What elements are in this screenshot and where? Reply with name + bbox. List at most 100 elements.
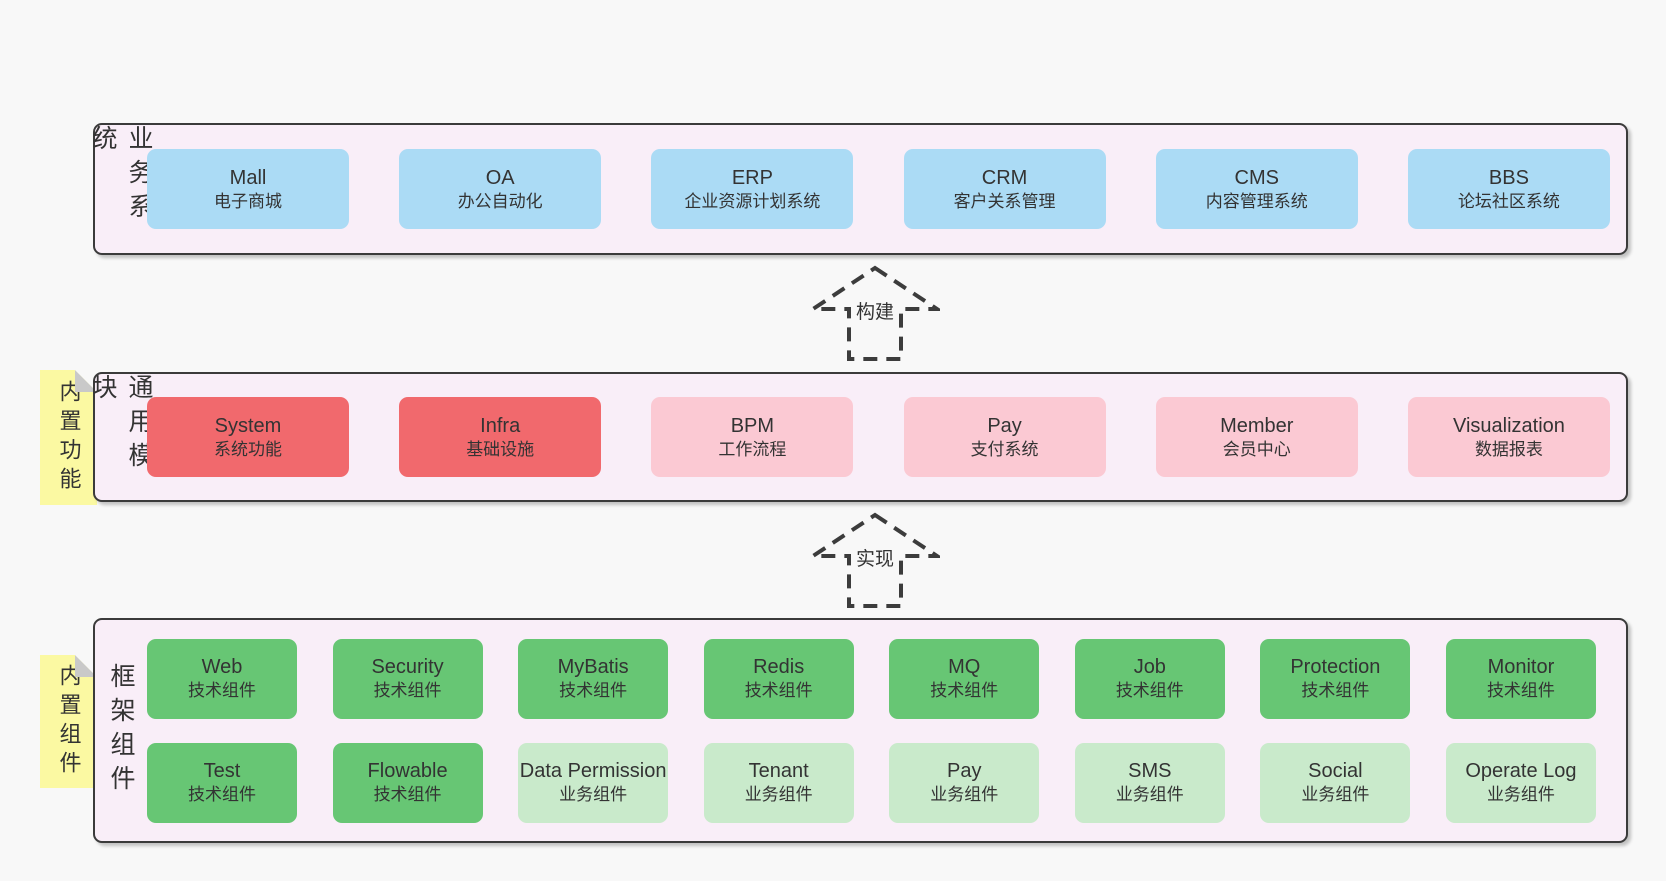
box-subtitle: 业务组件 [1486,785,1555,805]
box-title: MyBatis [557,656,629,679]
box-pay-component: Pay 业务组件 [889,742,1040,823]
box-subtitle: 业务组件 [744,785,813,805]
box-operate-log: Operate Log 业务组件 [1445,742,1596,823]
box-subtitle: 技术组件 [188,681,256,701]
box-subtitle: 技术组件 [1486,681,1555,701]
framework-components-row2: Test 技术组件 Flowable 技术组件 Data Permission … [147,742,1596,823]
box-title: Test [203,760,241,783]
box-subtitle: 技术组件 [1115,681,1184,701]
box-subtitle: 基础设施 [466,439,535,459]
box-title: Protection [1290,656,1381,679]
common-modules-vertical-label: 通用模块 [89,374,153,476]
box-title: Pay [947,760,982,783]
box-title: Mall [229,166,267,189]
box-subtitle: 业务组件 [1115,785,1184,805]
box-social: Social 业务组件 [1260,742,1411,823]
box-title: ERP [731,166,773,189]
box-subtitle: 工作流程 [718,439,787,459]
box-title: Monitor [1487,656,1555,679]
box-member: Member 会员中心 [1155,397,1358,477]
box-test: Test 技术组件 [147,742,297,823]
box-title: Job [1133,656,1166,679]
box-pay-module: Pay 支付系统 [903,397,1106,477]
common-modules-panel: 通用模块 System 系统功能 Infra 基础设施 BPM 工作流程 Pay… [89,372,1628,502]
sticky-note-builtin-features: 内置功能 [40,370,97,505]
box-redis: Redis 技术组件 [703,638,854,719]
box-title: CRM [981,166,1028,189]
box-title: BBS [1488,166,1529,189]
box-title: Infra [480,414,521,437]
box-mybatis: MyBatis 技术组件 [518,638,669,719]
box-subtitle: 数据报表 [1474,439,1543,459]
box-subtitle: 业务组件 [1301,785,1370,805]
up-arrow-icon [810,265,940,361]
box-job: Job 技术组件 [1074,638,1225,719]
box-protection: Protection 技术组件 [1260,638,1411,719]
up-arrow-icon [810,512,940,608]
box-subtitle: 客户关系管理 [953,191,1056,211]
box-title: Web [201,656,243,679]
box-sms: SMS 业务组件 [1074,742,1225,823]
box-bpm: BPM 工作流程 [651,397,854,477]
up-arrow-implement: 实现 [810,512,940,609]
box-title: MQ [948,656,981,679]
box-subtitle: 技术组件 [930,681,999,701]
box-subtitle: 支付系统 [970,439,1039,459]
box-title: Data Permission [519,760,667,783]
box-tenant: Tenant 业务组件 [703,742,854,823]
box-title: Visualization [1452,414,1565,437]
box-subtitle: 论坛社区系统 [1457,191,1560,211]
box-subtitle: 技术组件 [559,681,628,701]
box-title: Social [1308,760,1363,783]
box-subtitle: 会员中心 [1222,439,1291,459]
business-systems-boxes: Mall 电子商城 OA 办公自动化 ERP 企业资源计划系统 CRM 客户关系… [147,149,1626,229]
box-subtitle: 内容管理系统 [1205,191,1308,211]
box-title: SMS [1128,760,1172,783]
box-title: OA [485,166,515,189]
business-systems-vertical-label: 业务系统 [89,125,153,227]
box-title: Member [1220,414,1294,437]
arrow-implement-label: 实现 [851,543,899,572]
box-subtitle: 技术组件 [373,681,442,701]
box-infra: Infra 基础设施 [399,397,602,477]
box-subtitle: 办公自动化 [457,191,543,211]
business-systems-panel: 业务系统 Mall 电子商城 OA 办公自动化 ERP 企业资源计划系统 CRM… [89,123,1628,255]
box-visualization: Visualization 数据报表 [1407,397,1610,477]
box-system: System 系统功能 [147,397,349,477]
box-title: Operate Log [1465,760,1577,783]
common-modules-boxes: System 系统功能 Infra 基础设施 BPM 工作流程 Pay 支付系统… [147,397,1626,477]
box-title: Flowable [367,760,448,783]
box-mq: MQ 技术组件 [889,638,1040,719]
box-title: Security [371,656,444,679]
box-oa: OA 办公自动化 [399,149,602,229]
box-subtitle: 技术组件 [1301,681,1370,701]
framework-components-row1: Web 技术组件 Security 技术组件 MyBatis 技术组件 Redi… [147,638,1596,719]
box-mall: Mall 电子商城 [147,149,349,229]
box-bbs: BBS 论坛社区系统 [1407,149,1610,229]
sticky-note-text: 内置功能 [56,379,82,496]
box-flowable: Flowable 技术组件 [332,742,483,823]
box-data-permission: Data Permission 业务组件 [518,742,669,823]
box-subtitle: 技术组件 [188,785,256,805]
box-security: Security 技术组件 [332,638,483,719]
sticky-note-text: 内置组件 [56,663,82,780]
box-web: Web 技术组件 [147,638,297,719]
sticky-note-builtin-components: 内置组件 [40,655,97,788]
box-monitor: Monitor 技术组件 [1445,638,1596,719]
framework-components-rows: Web 技术组件 Security 技术组件 MyBatis 技术组件 Redi… [147,638,1626,823]
box-title: Tenant [748,760,809,783]
box-subtitle: 系统功能 [214,439,282,459]
box-cms: CMS 内容管理系统 [1155,149,1358,229]
up-arrow-build: 构建 [810,265,940,362]
box-subtitle: 技术组件 [744,681,813,701]
box-subtitle: 业务组件 [559,785,628,805]
box-subtitle: 企业资源计划系统 [684,191,821,211]
box-subtitle: 电子商城 [214,191,282,211]
arrow-build-label: 构建 [851,296,899,325]
framework-components-vertical-label: 框架组件 [107,662,135,799]
box-title: Pay [987,414,1022,437]
box-subtitle: 业务组件 [930,785,999,805]
box-crm: CRM 客户关系管理 [903,149,1106,229]
box-title: Redis [753,656,805,679]
box-title: System [214,414,282,437]
